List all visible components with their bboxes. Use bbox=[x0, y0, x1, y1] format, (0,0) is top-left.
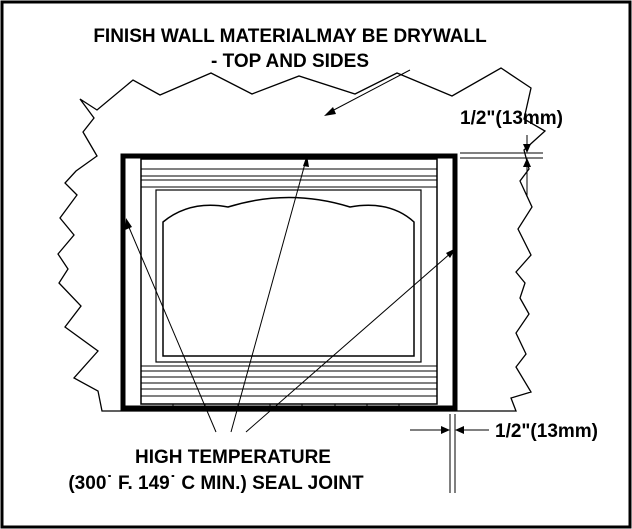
finish-wall-leader-arrowhead bbox=[324, 107, 336, 116]
top-clearance-arrowhead bbox=[523, 158, 531, 167]
seal-joint-leaders bbox=[127, 159, 453, 433]
seal-joint-label-line2: (300˙ F. 149˙ C MIN.) SEAL JOINT bbox=[68, 473, 364, 494]
finish-wall-leader bbox=[329, 69, 411, 113]
fireplace-surround bbox=[140, 158, 438, 405]
top-clearance-arrowhead bbox=[523, 144, 531, 153]
fireplace-frame bbox=[120, 153, 458, 411]
seal-joint-arrowhead-top bbox=[303, 155, 309, 167]
arched-window bbox=[162, 196, 415, 357]
finish-wall-label-line1: FINISH WALL MATERIALMAY BE DRYWALL bbox=[93, 26, 487, 47]
seal-joint-arrowhead-right bbox=[446, 248, 456, 258]
finish-wall-label-line2: - TOP AND SIDES bbox=[211, 51, 369, 72]
seal-joint-arrowhead-left bbox=[125, 218, 132, 230]
side-clearance-label: 1/2"(13mm) bbox=[495, 421, 598, 442]
top-clearance-label: 1/2"(13mm) bbox=[460, 108, 563, 129]
fireplace-backing bbox=[121, 154, 457, 410]
finish-wall-outline bbox=[57, 67, 547, 412]
firebox-panel bbox=[155, 189, 422, 363]
seal-joint-label-line1: HIGH TEMPERATURE bbox=[135, 447, 331, 468]
side-clearance-arrowhead bbox=[441, 426, 450, 434]
side-clearance-arrowhead bbox=[455, 426, 464, 434]
